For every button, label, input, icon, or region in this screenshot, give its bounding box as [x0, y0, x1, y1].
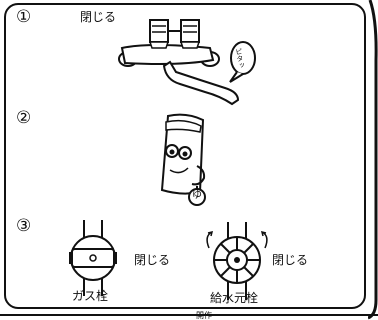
footer-fragment: 開作 [196, 311, 212, 320]
bottom-divider [0, 314, 378, 316]
step-3-number: ③ [16, 216, 32, 236]
diagram-frame [4, 3, 366, 309]
step-1-close-label: 閉じる [80, 10, 117, 24]
step-1-number: ① [16, 7, 32, 27]
water-valve-name: 給水元栓 [210, 291, 259, 305]
step-2-number: ② [16, 108, 32, 128]
gas-valve-close-label: 閉じる [134, 253, 171, 267]
step-2-knob-label: ゆ [192, 190, 202, 201]
gas-valve-name: ガス栓 [72, 289, 109, 303]
water-valve-close-label: 閉じる [272, 253, 309, 267]
